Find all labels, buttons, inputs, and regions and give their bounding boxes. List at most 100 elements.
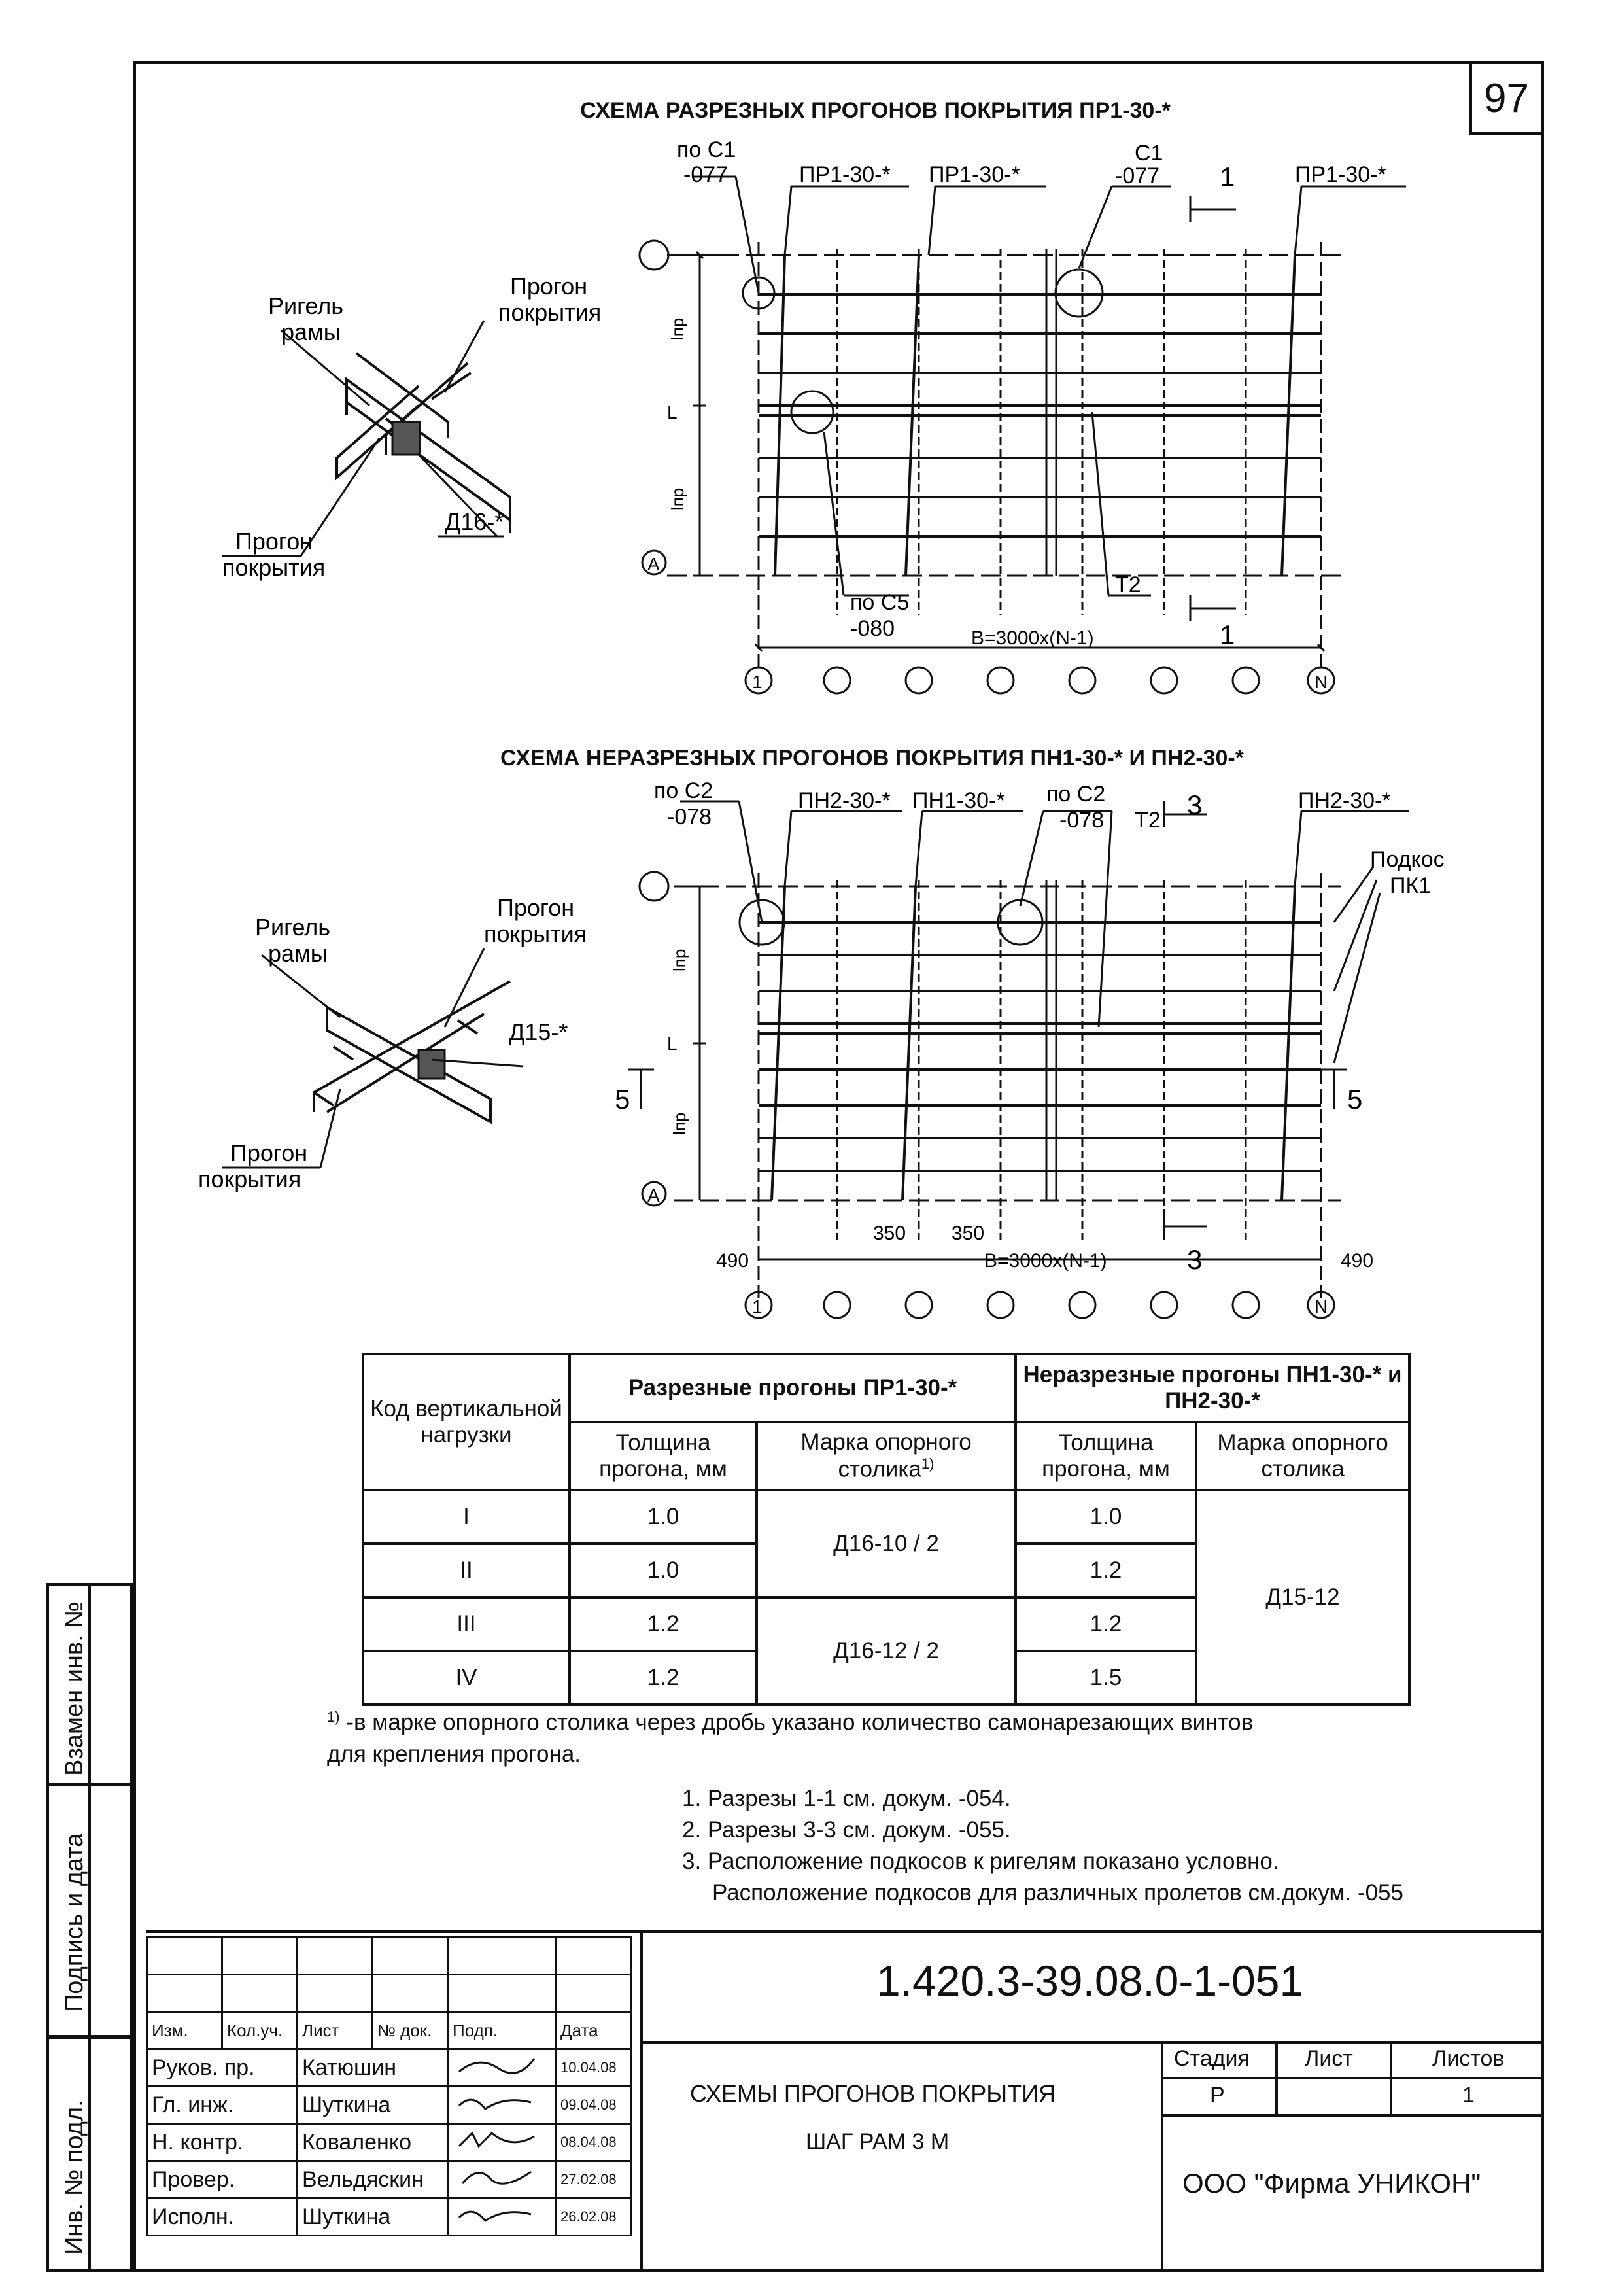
stamp-top-rule [146,1930,1544,1933]
stamp-h-podp: Подп. [447,2011,557,2050]
bottom-iso-support: Д15-* [509,1018,568,1045]
th-mark-1-sup: 1) [921,1455,935,1472]
top-iso-sketch: Ригель рамы Прогон покрытия Прогон покры… [222,273,601,581]
note-1: 1. Разрезы 1-1 см. докум. -054. [682,1786,1011,1811]
footnote-line2: для крепления прогона. [327,1741,581,1767]
th-continuous: Неразрезные прогоны ПН1-30-* и ПН2-30-* [1014,1353,1411,1423]
side-inv-label: Инв. № подл. [61,2100,88,2255]
top-axis-n: N [1314,672,1328,692]
row-thick2: 1.2 [1014,1542,1197,1599]
top-label-t2: Т2 [1115,572,1141,597]
stamp-title-divider [640,1930,643,2272]
bottom-axis-1: 1 [752,1296,763,1317]
note-2: 2. Разрезы 3-3 см. докум. -055. [682,1817,1011,1843]
top-label-section-num: 1 [1220,162,1235,192]
top-label-po-c1: по С1 [677,137,736,162]
stamp-title2: ШАГ РАМ 3 М [806,2129,950,2154]
bottom-label-sec5l: 5 [615,1084,630,1115]
bottom-label-sec5r: 5 [1347,1084,1362,1115]
stamp-stage-block [1161,2041,1544,2272]
bottom-label-pn1: ПН1-30-* [912,788,1005,813]
side-podpis-label: Подпись и дата [61,1833,88,2012]
stamp-stage-value: Р [1210,2083,1225,2108]
bottom-label-po-c2: по С2 [654,782,713,803]
stamp-role: Н. контр. [146,2123,298,2162]
top-iso-ramy: рамы [281,319,341,345]
top-iso-support: Д16-* [445,508,504,535]
bottom-label-d350a: 350 [873,1223,906,1244]
stamp-stage-h1 [1161,2077,1544,2079]
bottom-label-lpr2: lпр [670,1113,689,1135]
top-label-c1: С1 [1135,141,1163,165]
bottom-label-axis-a: А [647,1185,660,1206]
stamp-date: 27.02.08 [555,2160,632,2199]
row-code: I [362,1489,571,1545]
signature-2 [447,2085,557,2125]
stamp-h-kol: Кол.уч. [221,2011,298,2050]
row-thick1: 1.2 [568,1650,758,1706]
bottom-label-d350b: 350 [952,1223,984,1244]
top-label-pr1-c: ПР1-30-* [1295,162,1386,187]
signature-5 [447,2197,557,2236]
load-table: Код вертикальной нагрузки Разрезные прог… [362,1353,1411,1706]
stamp-title1: СХЕМЫ ПРОГОНОВ ПОКРЫТИЯ [690,2080,1056,2107]
bottom-label-podkos: Подкос [1370,847,1445,872]
top-axis-1: 1 [752,672,763,692]
footnote-sup: 1) [327,1709,340,1725]
stamp-role: Гл. инж. [146,2085,298,2125]
drawing-frame [133,61,1544,2272]
row-thick1: 1.0 [568,1542,758,1599]
row-mark-c: Д15-12 [1195,1489,1411,1706]
th-mark-1: Марка опорного столика1) [755,1421,1017,1491]
stamp-name: Шуткина [296,2085,449,2125]
top-iso-pokrytiya2: покрытия [222,554,325,581]
stamp-h-list: Лист [296,2011,373,2050]
stamp-signatures: Изм. Кол.уч. Лист № док. Подп. Дата Руко… [146,1936,632,2236]
side-zamen-label: Взамен инв. № [61,1601,88,1776]
bottom-label-c2-code2: -078 [1059,808,1104,833]
bottom-iso-rigel: Ригель [255,914,330,941]
stamp-h-data: Дата [555,2011,632,2050]
bottom-label-d490a: 490 [716,1250,749,1272]
stamp-date: 08.04.08 [555,2123,632,2162]
top-label-pr1-a: ПР1-30-* [799,162,891,187]
th-thickness-2: Толщина прогона, мм [1014,1421,1197,1491]
th-split: Разрезные прогоны ПР1-30-* [568,1353,1017,1423]
bottom-iso-pokrytiya: покрытия [484,920,587,947]
top-label-c1-code2: -077 [1115,164,1159,188]
top-iso-pokrytiya: покрытия [498,299,601,326]
stamp-date: 10.04.08 [555,2048,632,2087]
top-iso-progon2: Прогон [235,528,313,555]
bottom-label-c2-code: -078 [667,805,712,829]
row-code: II [362,1542,571,1599]
row-mark-b: Д16-12 / 2 [755,1596,1017,1706]
bottom-axis-n: N [1314,1296,1328,1317]
footnote-text: -в марке опорного столика через дробь ук… [339,1709,1254,1735]
bottom-label-lpr1: lпр [670,949,689,971]
top-label-axis-a: А [647,554,660,574]
stamp-stage-header: Стадия [1174,2046,1250,2071]
stamp-mid-rule [640,2041,1544,2044]
bottom-iso-sketch: Ригель рамы Прогон покрытия Д15-* Прогон… [198,896,587,1192]
stamp-stage-h2 [1161,2114,1544,2117]
top-label-span: В=3000х(N-1) [971,627,1094,649]
row-mark-a: Д16-10 / 2 [755,1489,1017,1599]
signature-1 [447,2048,557,2087]
top-label-po-c5: по С5 [850,590,909,615]
bottom-label-section3: 3 [1187,790,1202,820]
row-thick1: 1.2 [568,1596,758,1652]
stamp-role: Руков. пр. [146,2048,298,2087]
top-label-c5-code: -080 [850,616,895,641]
stamp-role: Провер. [146,2160,298,2199]
row-thick2: 1.2 [1014,1596,1197,1652]
page-number: 97 [1469,61,1544,135]
th-mark-2: Марка опорного столика [1195,1421,1411,1491]
bottom-iso-pokrytiya2: покрытия [198,1166,301,1192]
row-thick1: 1.0 [568,1489,758,1545]
top-label-section-num2: 1 [1220,619,1235,650]
bottom-label-l: L [667,1034,678,1054]
bottom-iso-ramy: рамы [268,940,328,967]
top-iso-rigel: Ригель [268,292,343,319]
bottom-label-pk1: ПК1 [1390,873,1431,898]
top-scheme-title: СХЕМА РАЗРЕЗНЫХ ПРОГОНОВ ПОКРЫТИЯ ПР1-30… [580,98,1171,123]
